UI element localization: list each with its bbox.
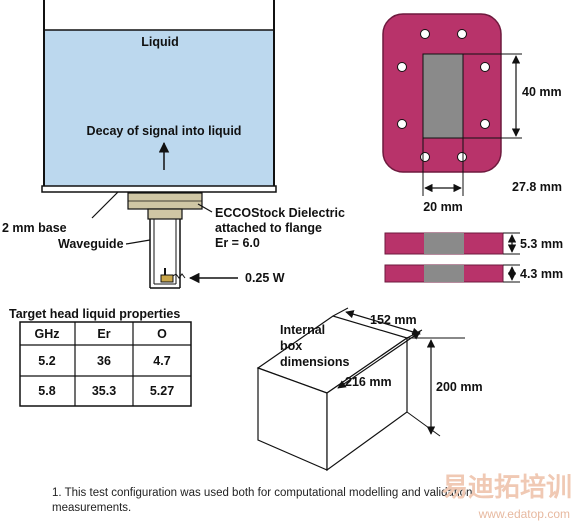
probe-thread bbox=[172, 273, 186, 279]
power-label: 0.25 W bbox=[245, 271, 285, 285]
bolt-hole bbox=[397, 62, 407, 72]
dim-216-arrow bbox=[337, 331, 421, 389]
tank-group: Liquid Decay of signal into liquid bbox=[41, 0, 277, 193]
flange-height-label: 40 mm bbox=[522, 85, 562, 99]
box-3d: Internal box dimensions 152 mm 216 mm 20… bbox=[256, 307, 483, 472]
caption-line-2: measurements. bbox=[52, 502, 131, 514]
side-view-thin-core bbox=[424, 265, 464, 282]
flange-side-views: 5.3 mm 4.3 mm bbox=[384, 232, 563, 283]
table-cell: 4.7 bbox=[153, 354, 170, 368]
box-label-3: dimensions bbox=[280, 355, 350, 369]
flange-width-label: 20 mm bbox=[423, 200, 463, 214]
bolt-hole bbox=[480, 62, 490, 72]
dim-200-ext-bottom bbox=[406, 411, 441, 437]
table-cell: 35.3 bbox=[92, 384, 116, 398]
table-cell: 5.2 bbox=[38, 354, 55, 368]
box-height-label: 200 mm bbox=[436, 380, 483, 394]
box-label-1: Internal bbox=[280, 323, 325, 337]
probe-connector bbox=[160, 274, 174, 283]
liquid-body bbox=[44, 30, 274, 188]
dim-152-arrow bbox=[345, 310, 421, 336]
thickness2-label: 4.3 mm bbox=[520, 267, 563, 281]
dielectric-pointer bbox=[197, 203, 213, 213]
table-cell: 5.27 bbox=[150, 384, 174, 398]
bolt-hole bbox=[420, 152, 430, 162]
flange-aperture bbox=[422, 53, 464, 139]
table-header-cell: GHz bbox=[35, 327, 60, 341]
properties-table: Target head liquid properties GHz Er O 5… bbox=[9, 307, 192, 407]
box-depth-label: 152 mm bbox=[370, 313, 417, 327]
dielectric-label-1: ECCOStock Dielectric bbox=[215, 206, 345, 220]
table-title: Target head liquid properties bbox=[9, 307, 180, 321]
bolt-hole bbox=[457, 29, 467, 39]
decay-label: Decay of signal into liquid bbox=[87, 124, 242, 138]
flange-front-view: 40 mm 20 mm 27.8 mm bbox=[382, 13, 562, 214]
bolt-hole bbox=[420, 29, 430, 39]
dim-152-ext bbox=[332, 307, 349, 317]
watermark-cn: 易迪拓培训 bbox=[442, 472, 572, 502]
waveguide-label: Waveguide bbox=[58, 237, 124, 251]
bolt-hole bbox=[457, 152, 467, 162]
table-cell: 5.8 bbox=[38, 384, 55, 398]
dielectric-lower bbox=[147, 208, 183, 220]
bolt-hole bbox=[397, 119, 407, 129]
side-view-thick-core bbox=[424, 233, 464, 254]
dielectric-label-2: attached to flange bbox=[215, 221, 322, 235]
box-label-2: box bbox=[280, 339, 302, 353]
table-header-cell: O bbox=[157, 327, 167, 341]
box-width-label: 216 mm bbox=[345, 375, 392, 389]
tank-base bbox=[41, 185, 277, 193]
watermark-url: www.edatop.com bbox=[478, 507, 570, 521]
thickness1-label: 5.3 mm bbox=[520, 237, 563, 251]
dielectric-label-3: Er = 6.0 bbox=[215, 236, 260, 250]
bolt-hole bbox=[480, 119, 490, 129]
waveguide-assembly: 0.25 W 2 mm base Waveguide ECCOStock Die… bbox=[2, 191, 345, 289]
waveguide-pointer bbox=[125, 239, 151, 245]
table-cell: 36 bbox=[97, 354, 111, 368]
liquid-label: Liquid bbox=[141, 35, 179, 49]
caption-line-1: 1. This test configuration was used both… bbox=[52, 487, 472, 499]
base-pointer bbox=[91, 191, 119, 219]
flange-outer-label: 27.8 mm bbox=[512, 180, 562, 194]
table-frame bbox=[19, 321, 192, 407]
base-label: 2 mm base bbox=[2, 221, 67, 235]
table-header-cell: Er bbox=[97, 327, 110, 341]
